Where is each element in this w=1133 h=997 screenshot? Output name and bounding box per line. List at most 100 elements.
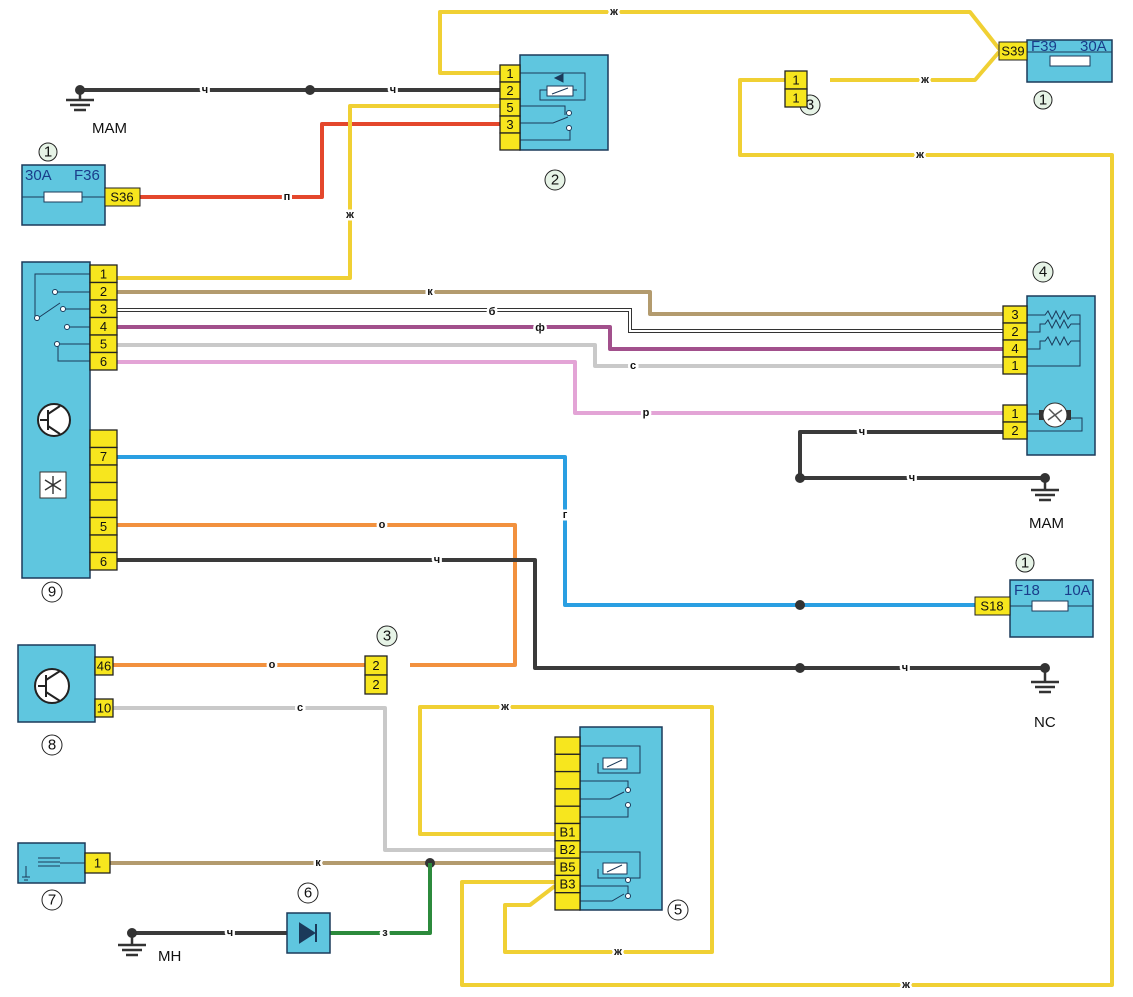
pin-label: B5: [560, 859, 576, 874]
fuse-label: F39: [1031, 38, 1057, 55]
connector-3-pin: 2: [364, 655, 388, 676]
fuse-icon: [1049, 55, 1091, 67]
connector-3-pin: 2: [364, 674, 388, 695]
terminal-label: S39: [1001, 44, 1024, 59]
transistor-icon: [37, 403, 71, 437]
wire-yellow: [418, 705, 714, 954]
ground-icon: [66, 90, 94, 112]
wire-code-label: о: [269, 659, 276, 671]
ground-label: MAM: [92, 120, 127, 137]
relay-coil-icon: [580, 745, 641, 902]
ground-mam-top-left: MAM: [66, 90, 127, 137]
pin-label: 6: [100, 554, 107, 569]
wire-code-label: г: [563, 509, 568, 521]
blower-resistor-pin: 3: [1002, 305, 1028, 324]
blower-motor-pin: 2: [1002, 421, 1028, 440]
blower-unit-4: 4: [1026, 261, 1096, 456]
control-9-pin: 2: [89, 281, 118, 301]
pin-label: 1: [506, 66, 513, 81]
wire-code-label: ж: [915, 149, 924, 161]
wire-yellow: [830, 50, 1001, 82]
ref-number: 1: [1039, 92, 1047, 109]
pin-label: 2: [506, 83, 513, 98]
ref-number: 1: [1021, 555, 1029, 572]
ground-label: MAM: [1029, 515, 1064, 532]
blower-motor-pin: 1: [1002, 404, 1028, 423]
wire-code-label: ж: [920, 74, 929, 86]
wire-purple: [117, 325, 1003, 351]
ref-number: 9: [48, 584, 56, 601]
fuse-label: F36: [74, 167, 100, 184]
fuse-box-f39: F39 30A S39 1: [998, 38, 1113, 110]
diode-6: 6: [286, 882, 331, 954]
ecu-8-pin: 46: [94, 656, 114, 676]
diode-icon: [299, 922, 317, 944]
pin-label: 2: [1011, 423, 1018, 438]
wire-code-label: к: [427, 286, 433, 298]
pin-label: 3: [100, 301, 107, 316]
ground-mh: MH: [118, 933, 181, 965]
pin-label: 2: [372, 677, 379, 692]
relay-2-pin: 2: [499, 81, 521, 100]
relay-5: 5: [579, 726, 689, 921]
wire-code-label: ч: [434, 554, 440, 566]
wire-brown: [117, 290, 1003, 316]
wire-white: [117, 309, 1003, 332]
relay-5-pin: B2: [554, 840, 581, 859]
wire-code-label: с: [630, 360, 636, 372]
wire-code-label: ч: [909, 472, 915, 484]
relay-5-pin: [554, 892, 581, 911]
pin-label: 5: [506, 100, 513, 115]
blower-resistor-pin: 4: [1002, 339, 1028, 358]
control-9-pin: [89, 534, 118, 554]
ref-number: 3: [806, 97, 814, 114]
pin-label: 3: [1011, 307, 1018, 322]
ground-label: NC: [1034, 714, 1056, 731]
junction-dot: [795, 473, 805, 483]
ref-number: 1: [44, 144, 52, 161]
junction-dot: [305, 85, 315, 95]
pin-label: 1: [100, 266, 107, 281]
components-layer: F39 30A S39 1 30A F36 S36 1 F18 10A: [17, 38, 1113, 965]
switch-icon: [34, 273, 90, 362]
control-9-pin: [89, 429, 118, 449]
fuse-box-f36: 30A F36 S36 1: [21, 142, 141, 226]
relay-5-pin: [554, 788, 581, 807]
pin-label: 5: [100, 336, 107, 351]
wire-code-label: ч: [227, 927, 233, 939]
control-9-pin: [89, 464, 118, 484]
fuse-rating: 10A: [1064, 582, 1091, 599]
junction-dot: [795, 600, 805, 610]
blower-resistor-pin: 1: [1002, 356, 1028, 375]
ref-number: 7: [48, 892, 56, 909]
relay-5-pin: [554, 770, 581, 790]
relay-5-pin: B3: [554, 874, 581, 894]
relay-2: 2: [519, 54, 609, 191]
ground-label: MH: [158, 948, 181, 965]
control-9-pin: [89, 499, 118, 519]
pin-label: 5: [100, 519, 107, 534]
fuse-icon: [43, 191, 83, 203]
wire-code-label: к: [315, 857, 321, 869]
pin-label: 1: [792, 91, 799, 106]
ground-icon: [118, 933, 146, 957]
wire-code-label: ч: [859, 426, 865, 438]
wire-code-label: ж: [901, 979, 910, 991]
wire-yellow: [117, 104, 500, 280]
fuse-rating: 30A: [25, 167, 52, 184]
control-9-pin: 5: [89, 516, 118, 536]
pin-label: B1: [560, 825, 576, 840]
pin-label: 2: [100, 284, 107, 299]
wire-code-label: п: [284, 191, 291, 203]
ground-icon: [1031, 478, 1059, 502]
pin-label: 3: [506, 117, 513, 132]
control-9-pin: 3: [89, 299, 118, 319]
wire-code-label: ж: [613, 946, 622, 958]
control-9-pin: 1: [89, 264, 118, 284]
wire-pink: [117, 360, 1003, 415]
wires-layer: [75, 10, 1114, 987]
fan-motor-icon: [1027, 402, 1083, 432]
pin-label: 6: [100, 354, 107, 369]
